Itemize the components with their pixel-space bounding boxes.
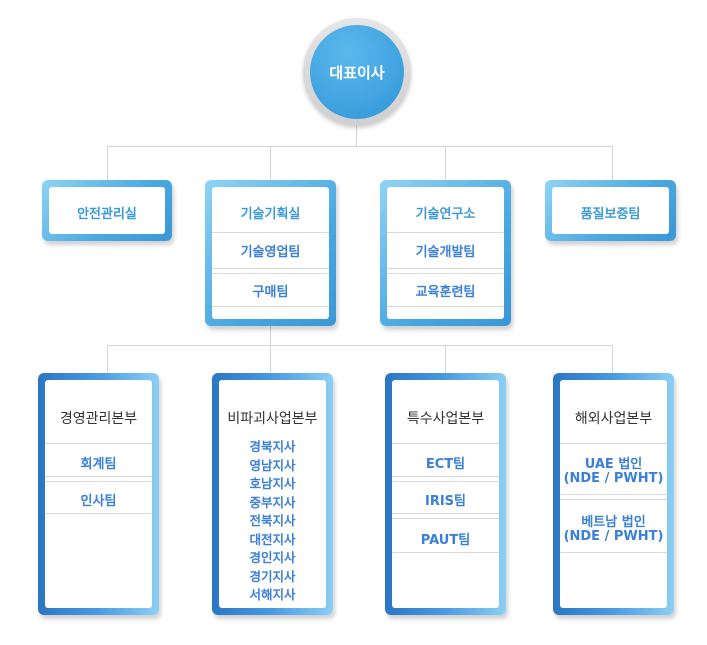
- team-label: ECT팀: [425, 457, 466, 472]
- division-title: 비파괴사업본부: [227, 411, 318, 427]
- team-label: PAUT팀: [420, 533, 471, 548]
- divider: [212, 232, 329, 233]
- divider: [392, 518, 499, 519]
- divider: [45, 443, 152, 444]
- divider: [392, 552, 499, 553]
- node-safety: 안전관리실: [42, 180, 172, 241]
- team-label: 회계팀: [80, 457, 117, 472]
- divider: [387, 232, 504, 233]
- node-label: 기술영업팀: [240, 245, 301, 260]
- subsidiary-label: 베트남 법인: [581, 515, 646, 530]
- branch-list: 경북지사 영남지사 호남지사 중부지사 전북지사 대전지사 경인지사 경기지사 …: [219, 438, 326, 605]
- branch-item: 전북지사: [249, 513, 296, 528]
- subsidiary-sub: (NDE / PWHT): [563, 529, 664, 544]
- divider: [212, 268, 329, 269]
- division-title: 해외사업본부: [574, 411, 653, 427]
- divider: [560, 499, 667, 500]
- node-label: 품질보증팀: [580, 207, 641, 222]
- branch-item: 경기지사: [249, 568, 296, 584]
- ceo-node: 대표이사: [310, 25, 404, 119]
- node-label: 기술기획실: [240, 207, 301, 222]
- connector: [612, 146, 613, 182]
- connector: [612, 345, 613, 375]
- ceo-label: 대표이사: [329, 63, 385, 82]
- subsidiary-sub: (NDE / PWHT): [563, 471, 664, 486]
- node-label: 기술개발팀: [415, 245, 476, 260]
- node-label: 기술연구소: [415, 207, 476, 222]
- node-label: 교육훈련팀: [415, 285, 476, 300]
- divider: [392, 443, 499, 444]
- connector: [107, 345, 108, 375]
- connector: [107, 345, 612, 346]
- branch-item: 영남지사: [249, 457, 296, 473]
- node-research: 기술연구소 기술개발팀 교육훈련팀: [380, 180, 511, 326]
- node-label: 안전관리실: [77, 207, 137, 222]
- divider: [45, 513, 152, 514]
- divider: [392, 513, 499, 514]
- team-label: 인사팀: [80, 494, 117, 509]
- division-ndt: 비파괴사업본부 경북지사 영남지사 호남지사 중부지사 전북지사 대전지사 경인…: [212, 373, 333, 615]
- node-tech-planning: 기술기획실 기술영업팀 구매팀: [205, 180, 336, 326]
- divider: [45, 481, 152, 482]
- node-quality: 품질보증팀: [545, 180, 676, 241]
- branch-item: 대전지사: [249, 531, 296, 547]
- connector: [107, 146, 108, 182]
- branch-item: 경북지사: [249, 439, 296, 454]
- division-special: 특수사업본부 ECT팀 IRIS팀 PAUT팀: [385, 373, 506, 615]
- divider: [45, 476, 152, 477]
- divider: [387, 306, 504, 307]
- connector: [445, 345, 446, 375]
- connector: [270, 345, 271, 375]
- divider: [212, 306, 329, 307]
- connector: [356, 122, 357, 146]
- connector: [107, 146, 612, 147]
- connector: [270, 322, 271, 345]
- division-title: 경영관리본부: [59, 411, 138, 427]
- subsidiary-label: UAE 법인: [584, 457, 643, 472]
- division-overseas: 해외사업본부 UAE 법인 (NDE / PWHT) 베트남 법인 (NDE /…: [553, 373, 674, 615]
- connector: [270, 146, 271, 182]
- branch-item: 서해지사: [249, 587, 296, 602]
- connector: [445, 146, 446, 182]
- branch-item: 경인지사: [249, 550, 296, 565]
- divider: [212, 273, 329, 274]
- divider: [387, 273, 504, 274]
- divider: [392, 476, 499, 477]
- team-label: IRIS팀: [424, 494, 466, 509]
- divider: [560, 552, 667, 553]
- branch-item: 중부지사: [249, 494, 296, 510]
- divider: [387, 268, 504, 269]
- branch-item: 호남지사: [249, 476, 296, 491]
- node-label: 구매팀: [252, 285, 289, 300]
- divider: [560, 494, 667, 495]
- divider: [560, 443, 667, 444]
- division-management: 경영관리본부 회계팀 인사팀: [38, 373, 159, 615]
- division-title: 특수사업본부: [406, 411, 485, 427]
- divider: [392, 481, 499, 482]
